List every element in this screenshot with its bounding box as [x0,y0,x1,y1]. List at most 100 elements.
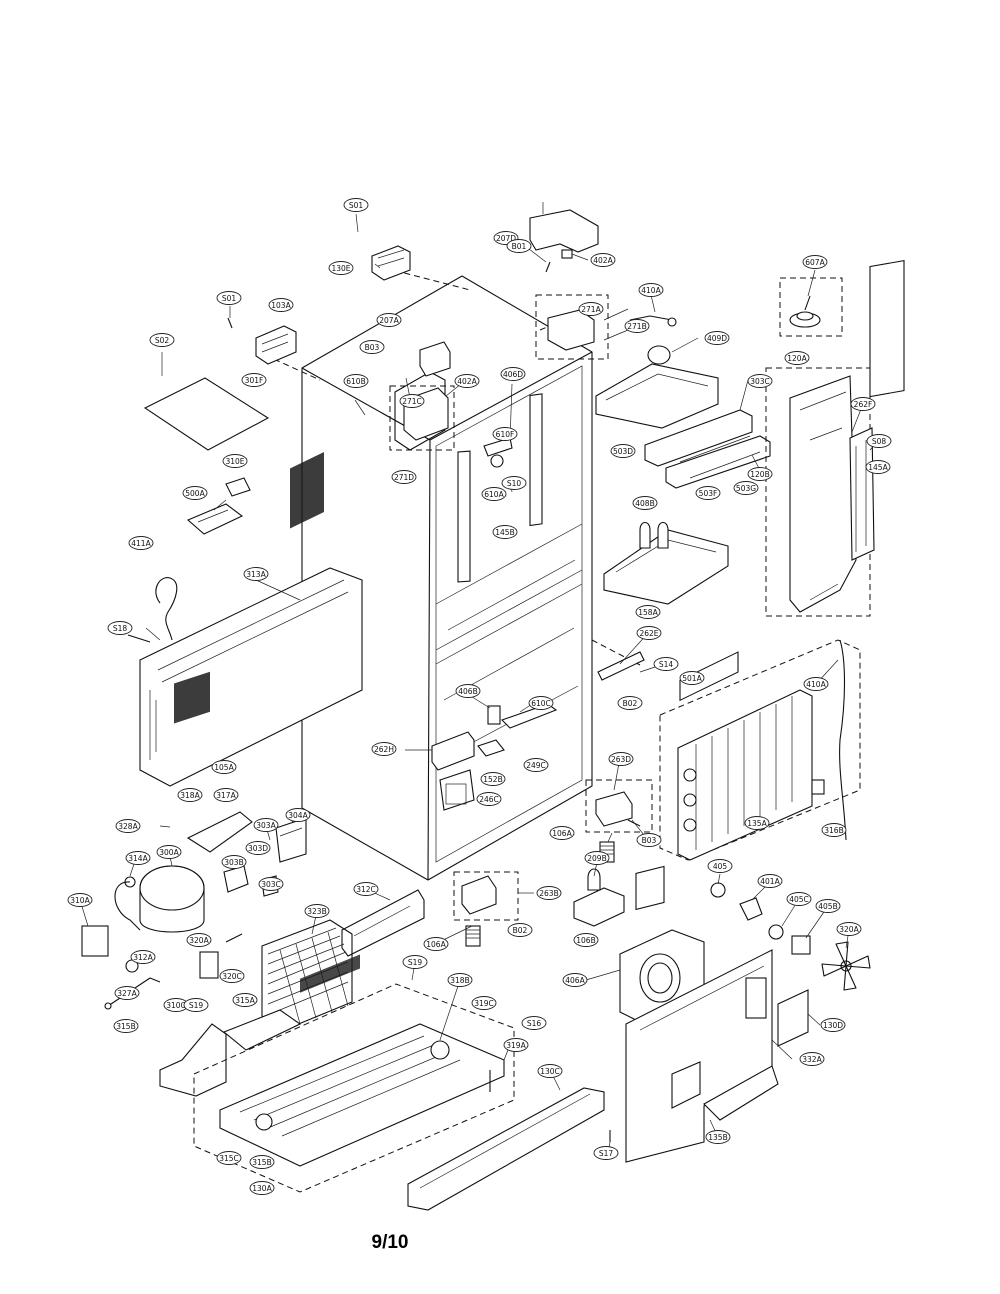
callout-503f: 503F [695,486,721,500]
callout-411a-text: 411A [131,539,151,548]
callout-402a-mid: 402A [454,374,480,388]
callout-405-text: 405 [713,862,728,871]
callout-145a: 145A [865,460,891,474]
callout-610b: 610B [343,374,369,388]
callout-s19-low-oval [183,998,209,1012]
callout-300a-text: 300A [159,848,179,857]
callout-310e-oval [222,454,248,468]
callout-b02-low: B02 [507,923,533,937]
callout-607a: 607A [802,255,828,269]
callout-310e-text: 310E [225,457,244,466]
callout-332a: 332A [799,1052,825,1066]
callout-405c-oval [786,892,812,906]
callout-s02: S02 [149,333,175,347]
callout-s08-text: S08 [872,437,887,446]
callout-312a-text: 312A [133,953,153,962]
callout-303b-text: 303B [224,858,243,867]
callout-320c-text: 320C [222,972,242,981]
callout-120b-oval [747,467,773,481]
callout-315b: 315B [113,1019,139,1033]
callout-328a-oval [115,819,141,833]
callout-315c: 315C [216,1151,242,1165]
callout-263b-oval [536,886,562,900]
callout-405b: 405B [815,899,841,913]
callout-249c-oval [523,758,549,772]
callout-303a-text: 303A [256,821,276,830]
callout-406d-oval [500,367,526,381]
callout-130d: 130D [820,1018,846,1032]
callout-503f-oval [695,486,721,500]
callout-410a-mid-text: 410A [806,680,826,689]
callout-209b: 209B [584,851,610,865]
callout-130d-text: 130D [823,1021,843,1030]
callout-318b-text: 318B [450,976,469,985]
callout-411a-oval [128,536,154,550]
callout-s17-text: S17 [599,1149,614,1158]
callout-316b-text: 316B [824,826,843,835]
callout-610a-text: 610A [484,490,504,499]
callout-315a-oval [232,993,258,1007]
callout-320a-oval [836,922,862,936]
callout-262e-text: 262E [639,629,658,638]
callout-406d: 406D [500,367,526,381]
callout-s10: S10 [501,476,527,490]
callout-b01-text: B01 [512,242,527,251]
callout-402a-mid-text: 402A [457,377,477,386]
callout-s08-oval [866,434,892,448]
callout-b03-right-text: B03 [642,836,657,845]
callout-249c: 249C [523,758,549,772]
callout-s16-oval [521,1016,547,1030]
callout-303c-low: 303C [258,877,284,891]
callout-501a-oval [679,671,705,685]
callout-s14-text: S14 [659,660,674,669]
callout-b02-mid: B02 [617,696,643,710]
120a-evaporator-cover [765,259,905,617]
501a-evaporator [659,639,861,861]
callout-303c-oval [747,374,773,388]
callout-406a-text: 406A [565,976,585,985]
callout-158a: 158A [635,605,661,619]
callout-271c: 271C [399,394,425,408]
callout-303d-text: 303D [248,844,268,853]
callout-315a-text: 315A [235,996,255,1005]
callout-b02-mid-text: B02 [623,699,638,708]
callout-s17-oval [593,1146,619,1160]
callout-318a: 318A [177,788,203,802]
callout-405: 405 [707,859,733,873]
callout-207a-text: 207A [379,316,399,325]
callout-271b: 271B [624,319,650,333]
callout-406b: 406B [455,684,481,698]
callout-249c-text: 249C [526,761,546,770]
callout-207a-oval [376,313,402,327]
callout-s01-top-oval [343,198,369,212]
callout-130a-text: 130A [252,1184,272,1193]
callout-207d-text: 207D [496,234,516,243]
callout-b02-mid-oval [617,696,643,710]
callout-310a-oval [67,893,93,907]
callout-158a-text: 158A [638,608,658,617]
callout-s19-top-oval [402,955,428,969]
607a-assembly [779,277,843,337]
callout-b02-low-text: B02 [513,926,528,935]
callout-315b-low: 315B [249,1155,275,1169]
callout-303b: 303B [221,855,247,869]
callout-406d-text: 406D [503,370,523,379]
callout-409d-text: 409D [707,334,727,343]
callout-401a-text: 401A [760,877,780,886]
callout-320c-oval [219,969,245,983]
callout-271b-text: 271B [627,322,646,331]
callout-310a-text: 310A [70,896,90,905]
callout-503g-oval [733,481,759,495]
callout-405b-oval [815,899,841,913]
callout-300a: 300A [156,845,182,859]
callout-246c: 246C [476,792,502,806]
callout-303d: 303D [245,841,271,855]
callout-607a-text: 607A [805,258,825,267]
callout-s19-low-text: S19 [189,1001,204,1010]
callout-s17: S17 [593,1146,619,1160]
callout-303a: 303A [253,818,279,832]
callout-s01-top: S01 [343,198,369,212]
callout-323b-oval [304,904,330,918]
callout-304a-text: 304A [288,811,308,820]
